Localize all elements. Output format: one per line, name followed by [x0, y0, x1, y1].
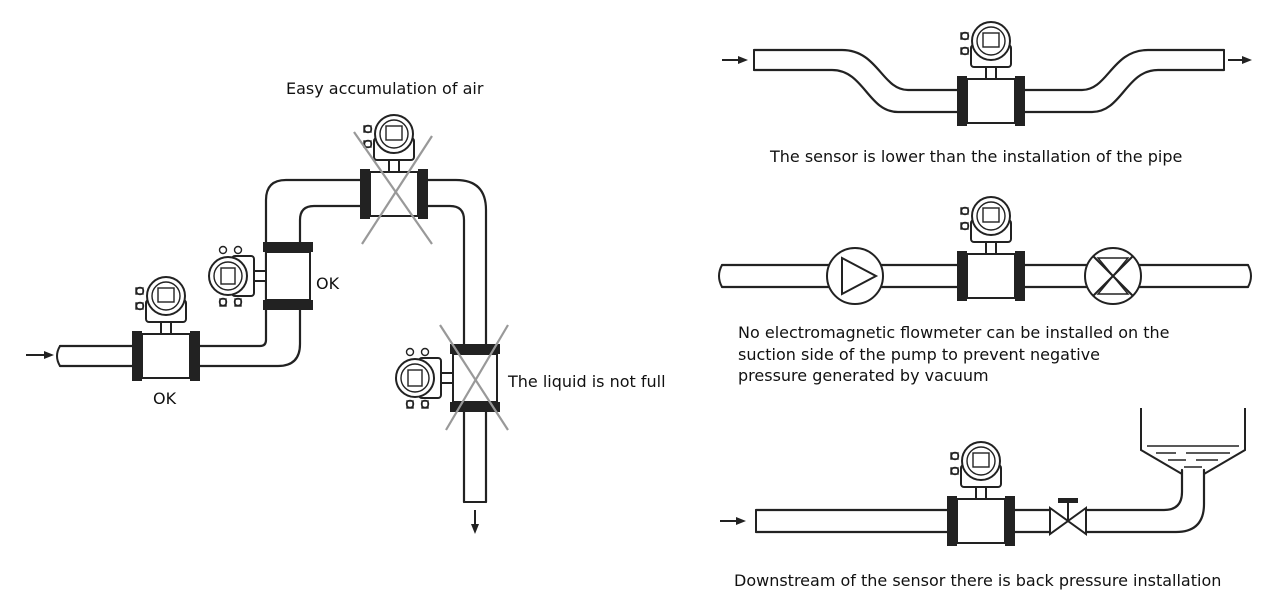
label-pump-suction-line-2: suction side of the pump to prevent nega… [738, 345, 1101, 364]
pipe-outer [58, 178, 488, 504]
flowmeter-drop-wrong [395, 324, 509, 431]
label-ok-riser: OK [316, 274, 340, 293]
diagram-pump-suction [718, 196, 1252, 305]
cross-mark [361, 135, 433, 245]
label-liquid-not-full: The liquid is not full [508, 372, 666, 391]
cross-mark [353, 131, 433, 245]
inlet-flow-arrow [26, 351, 54, 359]
pipe-inner [58, 204, 466, 504]
valve-symbol [1049, 498, 1087, 536]
label-pump-suction-line-3: pressure generated by vacuum [738, 366, 989, 385]
flowmeter [956, 196, 1026, 302]
cross-mark [439, 324, 509, 431]
pump-symbol [826, 247, 884, 305]
outlet-flow-arrow [1228, 56, 1252, 64]
label-pump-suction-line-1: No electromagnetic flowmeter can be inst… [738, 323, 1170, 342]
label-ok-inlet: OK [153, 389, 177, 408]
inlet-flow-arrow [722, 56, 748, 64]
left-piping-layout [26, 114, 509, 534]
flowmeter-riser-ok [208, 241, 314, 311]
label-easy-accumulation-of-air: Easy accumulation of air [286, 79, 484, 98]
label-sensor-lower: The sensor is lower than the installatio… [770, 147, 1183, 166]
flowmeter-inlet-ok [131, 276, 201, 382]
diagram-back-pressure [720, 408, 1246, 547]
tank [1140, 408, 1246, 475]
inlet-flow-arrow [720, 517, 746, 525]
cross-mark [445, 324, 509, 431]
flowmeter-top-wrong [353, 114, 433, 245]
flowmeter [946, 441, 1016, 547]
crossed-valve-symbol [1084, 247, 1142, 305]
diagram-sensor-lower [722, 21, 1252, 127]
outlet-flow-arrow [471, 510, 479, 534]
flowmeter [956, 21, 1026, 127]
label-back-pressure: Downstream of the sensor there is back p… [734, 571, 1222, 590]
